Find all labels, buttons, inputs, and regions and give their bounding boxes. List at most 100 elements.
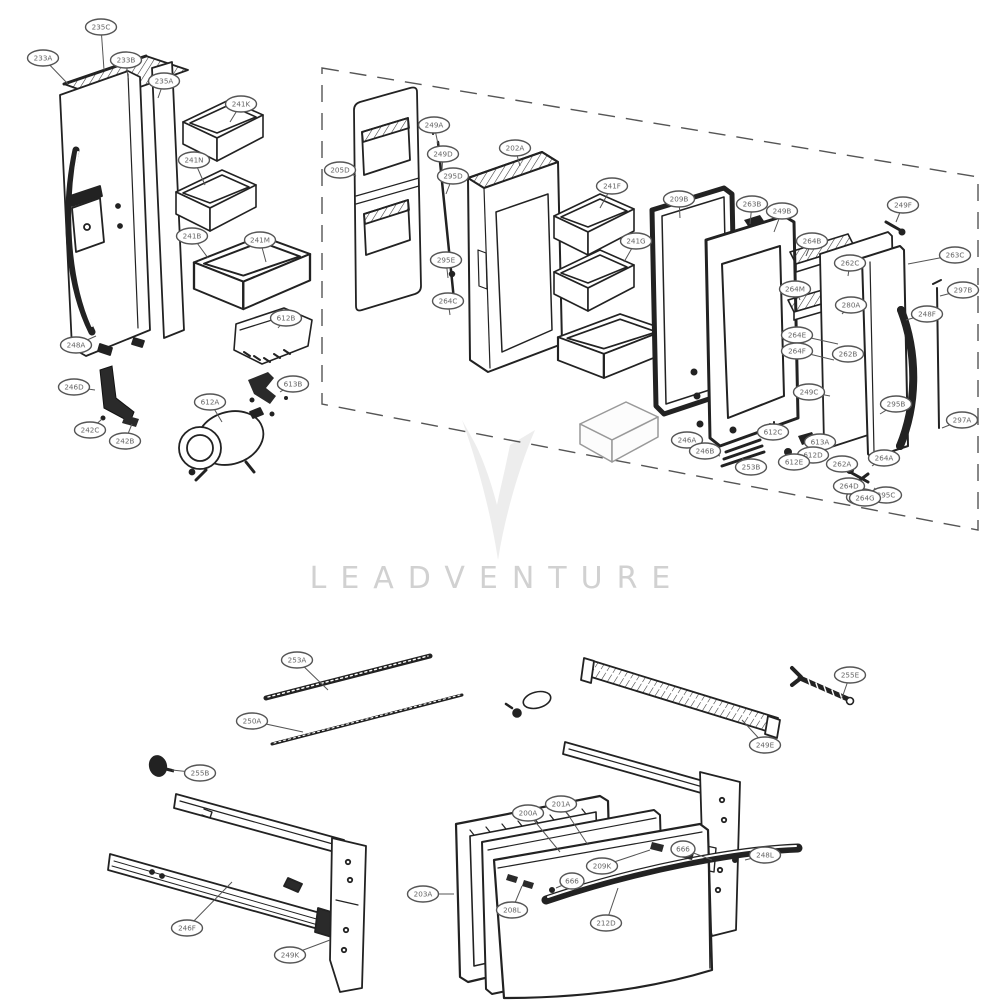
part-callout-246b[interactable]: 246B [688,442,722,460]
part-callout-200a[interactable]: 200A [511,804,561,853]
left-drawer-rail-assembly [107,793,345,939]
part-callout-264m[interactable]: 264M [778,280,812,301]
part-callout-255e[interactable]: 255E [833,666,867,699]
part-callout-208l[interactable]: 208L [495,885,529,919]
svg-text:248A: 248A [67,341,86,350]
svg-text:242B: 242B [116,437,135,446]
part-callout-264d[interactable]: 264D [832,477,866,495]
svg-text:209K: 209K [593,862,612,871]
part-callout-241b[interactable]: 241B [175,227,209,259]
rail-clip [283,877,303,893]
part-callout-249b[interactable]: 249B [765,202,799,233]
part-callout-612a[interactable]: 612A [193,393,227,423]
part-callout-666[interactable]: 666 [555,872,585,890]
svg-text:205D: 205D [330,166,350,175]
part-callout-613b[interactable]: 613B [276,375,310,393]
part-callout-262b[interactable]: 262B [831,345,865,363]
svg-text:264M: 264M [785,285,805,294]
svg-text:246A: 246A [678,436,697,445]
part-callout-202a[interactable]: 202A [498,139,532,167]
svg-text:613B: 613B [284,380,303,389]
part-callout-249k[interactable]: 249K [273,939,331,964]
part-callout-295b[interactable]: 295B [879,395,913,415]
part-callout-201a[interactable]: 201A [544,795,589,846]
part-callout-246f[interactable]: 246F [170,881,233,937]
part-callout-264g[interactable]: 264G [848,489,882,507]
svg-text:246B: 246B [696,447,715,456]
part-callout-263b[interactable]: 263B [735,195,769,225]
svg-text:262C: 262C [841,259,860,268]
part-callout-262c[interactable]: 262C [833,254,867,277]
part-callout-246a[interactable]: 246A [670,431,704,451]
part-callout-203a[interactable]: 203A [406,885,455,903]
part-callout-249f[interactable]: 249F [886,196,920,223]
part-callout-242c[interactable]: 242C [73,418,107,439]
grease-disc [504,690,552,718]
part-callout-235c[interactable]: 235C [84,18,118,71]
part-callout-205d[interactable]: 205D [323,161,357,179]
part-callout-242b[interactable]: 242B [108,423,142,450]
door-outer-panel [353,86,422,312]
svg-text:253A: 253A [288,656,307,665]
svg-text:200A: 200A [519,809,538,818]
door-bin-241n [175,169,257,232]
part-callout-666[interactable]: 666 [670,840,713,861]
part-callout-241f[interactable]: 241F [595,177,629,209]
part-callout-249e[interactable]: 249E [741,719,782,754]
part-callout-612e[interactable]: 612E [777,453,811,471]
part-callout-255b[interactable]: 255B [171,764,217,782]
part-callout-264b[interactable]: 264B [795,232,829,257]
part-callout-262a[interactable]: 262A [825,455,859,473]
svg-text:249K: 249K [281,951,300,960]
handle-clips-left [506,874,534,889]
part-callout-248a[interactable]: 248A [59,335,97,354]
part-callout-297a[interactable]: 297A [941,411,979,429]
part-callout-295e[interactable]: 295E [429,251,463,279]
part-callout-295d[interactable]: 295D [436,167,470,195]
svg-text:241N: 241N [184,156,203,165]
svg-text:241B: 241B [183,232,202,241]
part-callout-209k[interactable]: 209K [585,849,651,875]
watermark-text: LEADVENTURE [310,561,685,596]
part-callout-612c[interactable]: 612C [756,423,790,441]
svg-text:280A: 280A [842,301,861,310]
part-callout-241k[interactable]: 241K [224,95,258,123]
part-callout-248f[interactable]: 248F [905,305,944,323]
part-callout-249a[interactable]: 249A [417,116,451,145]
part-callout-241n[interactable]: 241N [177,151,211,186]
highlighted-bin [579,401,659,463]
part-callout-241m[interactable]: 241M [243,231,277,263]
part-callout-264a[interactable]: 264A [867,449,901,467]
part-callout-253b[interactable]: 253B [734,457,768,476]
part-callout-250a[interactable]: 250A [235,712,304,733]
svg-text:209B: 209B [670,195,689,204]
part-callout-209b[interactable]: 209B [662,190,696,219]
part-callout-249d[interactable]: 249D [426,145,460,171]
part-callout-246d[interactable]: 246D [57,378,96,396]
left-vertical-bracket [329,837,367,993]
part-callout-280a[interactable]: 280A [834,296,868,315]
clip [122,415,139,427]
part-callout-235a[interactable]: 235A [147,72,181,99]
svg-text:241F: 241F [603,182,621,191]
svg-text:241M: 241M [250,236,270,245]
part-callout-249c[interactable]: 249C [792,383,831,401]
right-door-panel [861,220,942,459]
drawer-rod-long [263,653,433,701]
part-callout-233a[interactable]: 233A [26,49,69,85]
part-callout-264f[interactable]: 264F [780,342,835,361]
part-callout-612b[interactable]: 612B [269,309,303,329]
part-callout-241g[interactable]: 241G [619,232,653,263]
svg-text:249D: 249D [433,150,453,159]
left-hardware-group [99,365,288,482]
part-callout-297b[interactable]: 297B [939,281,980,299]
part-callout-264c[interactable]: 264C [431,292,465,316]
part-callout-253a[interactable]: 253A [280,651,329,691]
part-callout-212d[interactable]: 212D [589,887,623,932]
part-callout-233b[interactable]: 233B [109,51,143,79]
part-callout-248l[interactable]: 248L [744,846,782,864]
part-callout-263c[interactable]: 263C [907,246,972,265]
svg-text:297B: 297B [954,286,973,295]
svg-text:202A: 202A [506,144,525,153]
